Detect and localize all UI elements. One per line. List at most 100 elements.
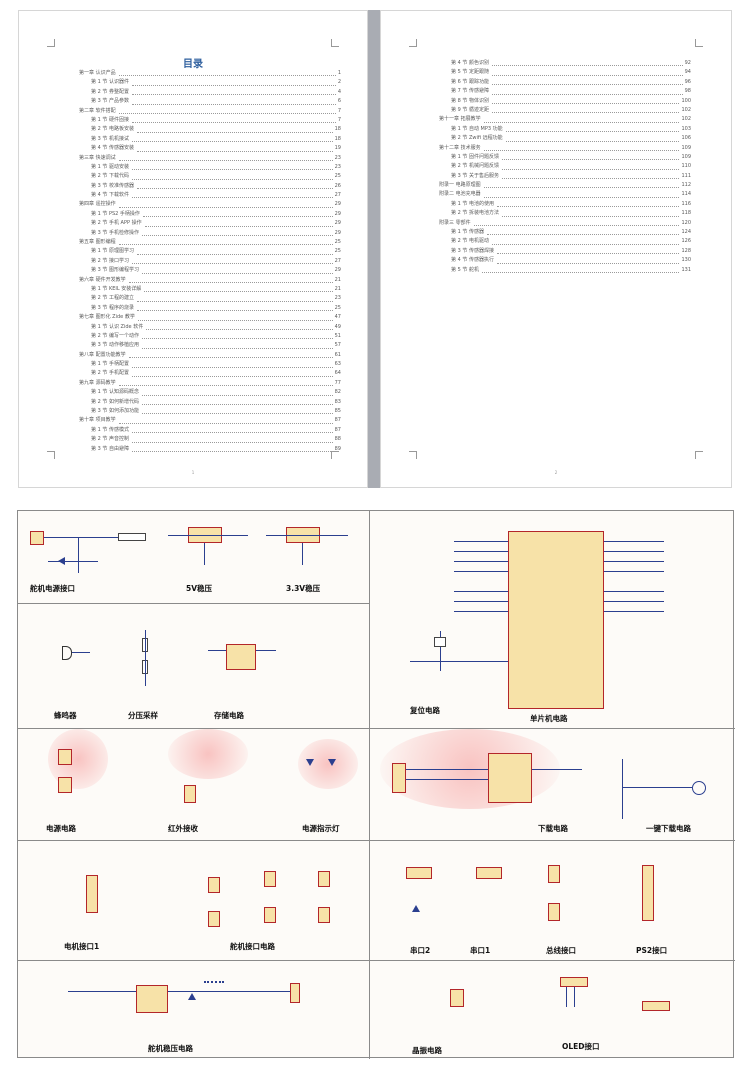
toc-leader-dots bbox=[491, 64, 683, 67]
toc-entry-page: 114 bbox=[681, 191, 691, 198]
wire bbox=[454, 591, 508, 592]
diode-icon bbox=[188, 993, 196, 1000]
uart1-connector bbox=[476, 867, 502, 879]
toc-leader-dots bbox=[501, 158, 680, 161]
toc-entry-title: 第 2 节 手机 APP 操作 bbox=[91, 220, 142, 227]
toc-leader-dots bbox=[141, 337, 333, 340]
toc-entry-page: 29 bbox=[334, 267, 341, 274]
crop-mark bbox=[331, 451, 339, 459]
toc-entry-page: 94 bbox=[684, 69, 691, 76]
toc-leader-dots bbox=[137, 319, 333, 321]
toc-leader-dots bbox=[496, 205, 680, 208]
toc-entry-title: 第一章 认识产品 bbox=[79, 69, 116, 76]
toc-leader-dots bbox=[136, 253, 333, 255]
motor-connector bbox=[86, 875, 98, 913]
toc-entry-page: 57 bbox=[334, 342, 341, 349]
toc-leader-dots bbox=[491, 93, 683, 95]
toc-leader-dots bbox=[505, 140, 680, 142]
mcu-chip bbox=[508, 531, 604, 709]
toc-entry-page: 7 bbox=[337, 107, 341, 114]
oled-connector bbox=[560, 977, 588, 987]
toc-leader-dots bbox=[141, 272, 333, 274]
toc-entry-page: 25 bbox=[334, 173, 341, 180]
output-connector bbox=[290, 983, 300, 1003]
toc-entry[interactable]: 第 2 节 手机 APP 操作 29 bbox=[79, 219, 341, 228]
caption-servo-port: 舵机接口电路 bbox=[230, 942, 275, 951]
toc-entry-page: 96 bbox=[684, 78, 691, 85]
toc-entry-page: 116 bbox=[681, 200, 691, 207]
caption-ir: 红外接收 bbox=[168, 824, 198, 833]
oled-header bbox=[642, 1001, 670, 1011]
toc-leader-dots bbox=[481, 271, 680, 273]
toc-entry-title: 第 1 节 手柄配置 bbox=[91, 361, 129, 368]
wire bbox=[256, 650, 276, 651]
toc-entry-page: 29 bbox=[334, 220, 341, 227]
toc-leader-dots bbox=[501, 177, 680, 180]
